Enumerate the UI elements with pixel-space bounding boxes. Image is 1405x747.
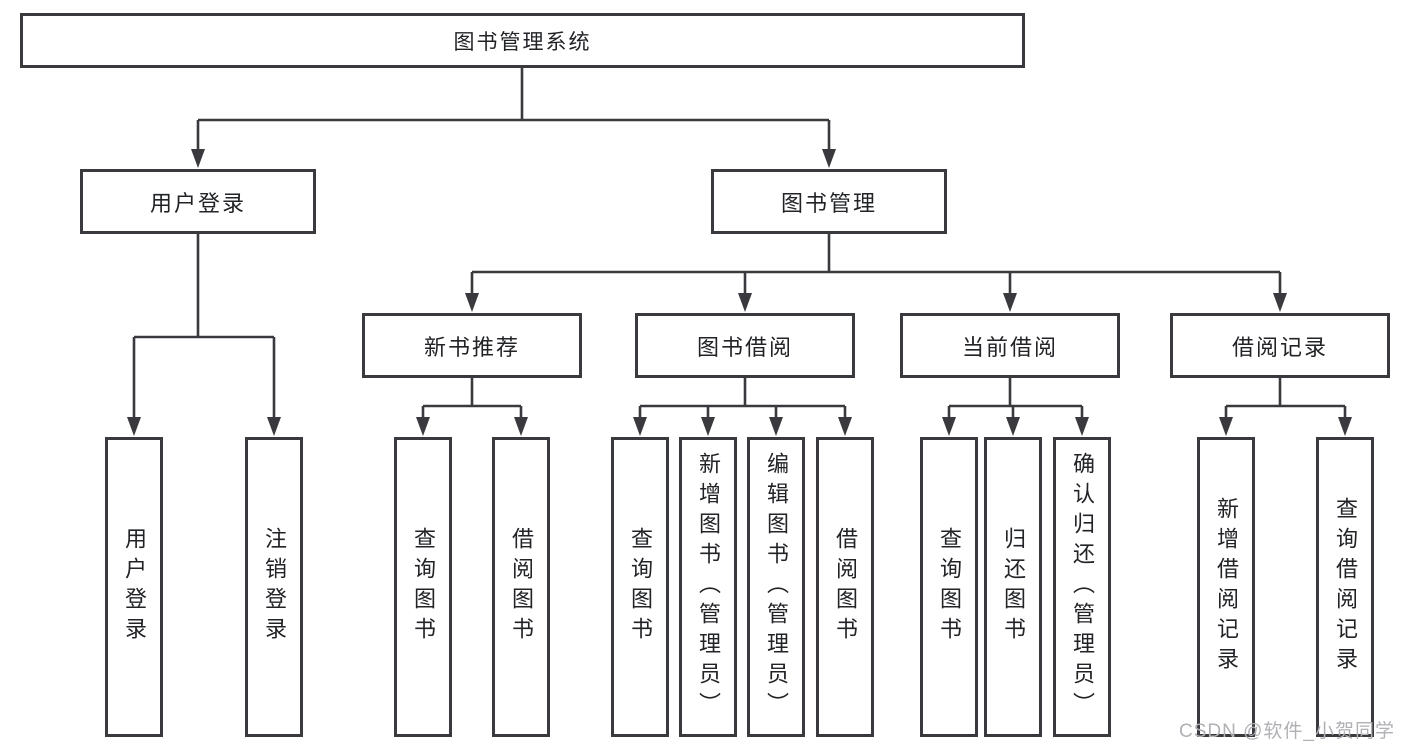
- arrowhead-icon: [942, 417, 956, 436]
- leaf-label: 借阅图书: [833, 527, 858, 647]
- connector-borrow-records: [1224, 378, 1347, 418]
- node-borrow-records: 借阅记录: [1170, 313, 1390, 378]
- leaf-label: 新增借阅记录: [1214, 497, 1239, 677]
- arrowhead-icon: [1006, 417, 1020, 436]
- connector-current-borrow: [947, 378, 1084, 418]
- arrowhead-icon: [769, 417, 783, 436]
- leaf-label: 查询图书: [628, 527, 653, 647]
- leaf-label: 借阅图书: [509, 527, 534, 647]
- leaf-add-books-admin: 新增图书（管理员）: [679, 437, 737, 737]
- leaf-label: 编辑图书（管理员）: [764, 452, 789, 722]
- arrowhead-icon: [267, 417, 281, 436]
- leaf-add-borrow-record: 新增借阅记录: [1197, 437, 1255, 737]
- arrowhead-icon: [416, 417, 430, 436]
- connector-root: [196, 68, 831, 150]
- connector-new-book-recommend: [421, 378, 523, 418]
- node-user-login: 用户登录: [80, 169, 316, 234]
- arrowhead-icon: [1219, 417, 1233, 436]
- connector-user-login: [132, 234, 276, 418]
- leaf-label: 查询借阅记录: [1333, 497, 1358, 677]
- arrowhead-icon: [633, 417, 647, 436]
- leaf-label: 确认归还（管理员）: [1070, 452, 1095, 722]
- arrowhead-icon: [1273, 293, 1287, 312]
- leaf-query-borrow-record: 查询借阅记录: [1316, 437, 1374, 737]
- leaf-confirm-return-admin: 确认归还（管理员）: [1053, 437, 1111, 737]
- arrowhead-icon: [701, 417, 715, 436]
- leaf-edit-books-admin: 编辑图书（管理员）: [747, 437, 805, 737]
- arrowhead-icon: [191, 149, 205, 168]
- leaf-label: 用户登录: [122, 527, 147, 647]
- csdn-watermark: CSDN @软件_小贺同学: [1179, 721, 1395, 742]
- leaf-label: 新增图书（管理员）: [696, 452, 721, 722]
- leaf-query-books-current: 查询图书: [920, 437, 978, 737]
- node-library-management-system: 图书管理系统: [20, 13, 1025, 68]
- leaf-query-books-recommend: 查询图书: [394, 437, 452, 737]
- node-book-borrow: 图书借阅: [635, 313, 855, 378]
- leaf-query-books-borrow: 查询图书: [611, 437, 669, 737]
- node-new-book-recommend: 新书推荐: [362, 313, 582, 378]
- arrowhead-icon: [127, 417, 141, 436]
- arrowhead-icon: [822, 149, 836, 168]
- leaf-label: 查询图书: [411, 527, 436, 647]
- arrowhead-icon: [1075, 417, 1089, 436]
- arrowhead-icon: [1338, 417, 1352, 436]
- node-book-management: 图书管理: [711, 169, 947, 234]
- arrowhead-icon: [514, 417, 528, 436]
- leaf-label: 查询图书: [937, 527, 962, 647]
- leaf-user-login: 用户登录: [105, 437, 163, 737]
- node-current-borrow: 当前借阅: [900, 313, 1120, 378]
- leaf-label: 注销登录: [262, 527, 287, 647]
- leaf-logout: 注销登录: [245, 437, 303, 737]
- leaf-label: 归还图书: [1001, 527, 1026, 647]
- connector-book-management: [470, 234, 1282, 294]
- connector-book-borrow: [638, 378, 847, 418]
- arrowhead-icon: [738, 293, 752, 312]
- arrowhead-icon: [1003, 293, 1017, 312]
- leaf-borrow-books: 借阅图书: [816, 437, 874, 737]
- arrowhead-icon: [465, 293, 479, 312]
- leaf-return-books: 归还图书: [984, 437, 1042, 737]
- arrowhead-icon: [838, 417, 852, 436]
- leaf-borrow-books-recommend: 借阅图书: [492, 437, 550, 737]
